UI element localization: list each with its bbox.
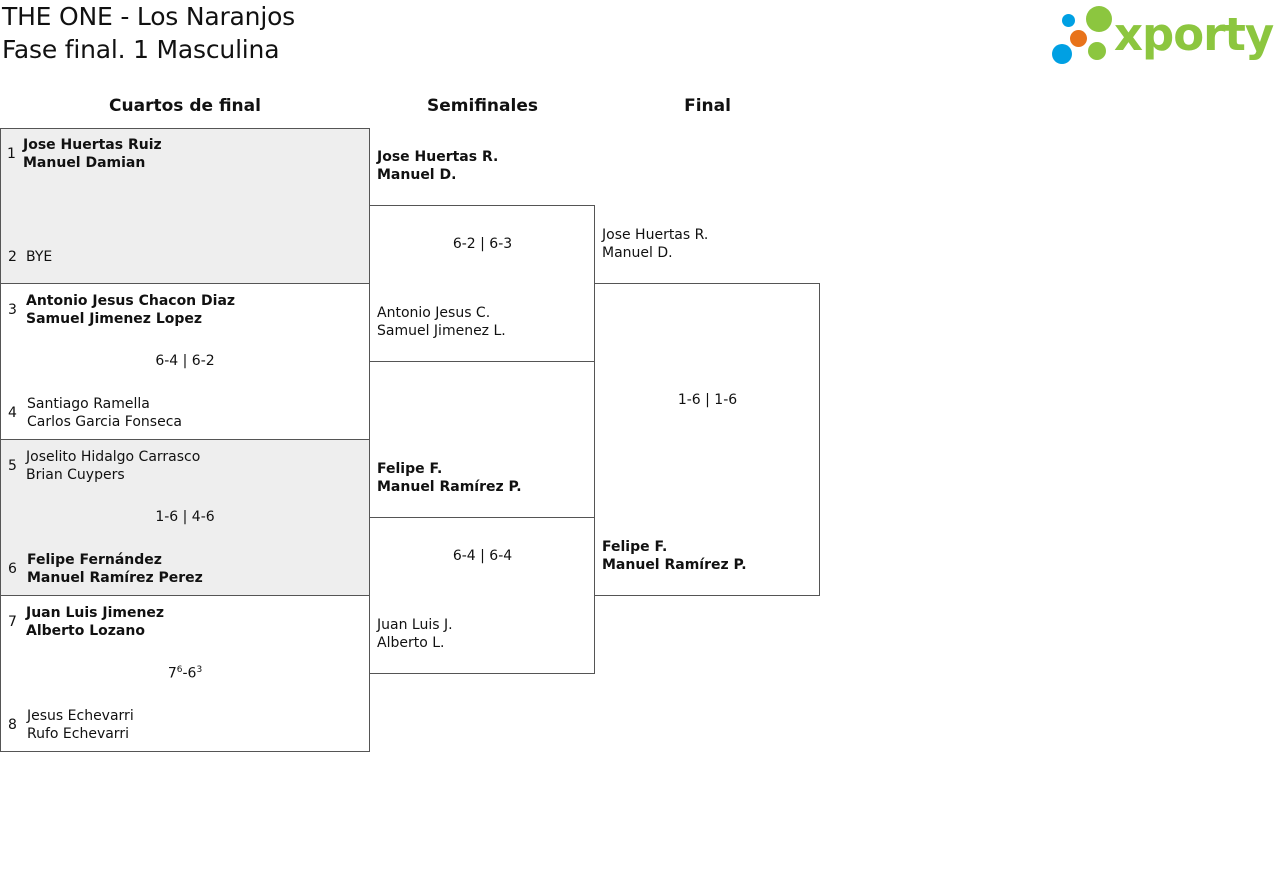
team-entry[interactable]: Felipe Fernández Manuel Ramírez Perez [27,551,203,587]
page-subtitle: Fase final. 1 Masculina [2,35,280,64]
round-label-semifinals: Semifinales [427,96,538,116]
player-name: Juan Luis Jimenez [26,605,165,621]
tiebreak-score: 6 [176,665,183,675]
player-name: Jesus Echevarri [27,708,134,724]
final-match [594,283,820,596]
match-score: 6-4 | 6-2 [155,353,215,369]
seed-number: 5 [8,458,17,474]
player-name: Santiago Ramella [27,396,150,412]
logo-dot-orange-icon [1070,30,1087,47]
player-name: Alberto Lozano [26,623,145,639]
team-entry[interactable]: Jose Huertas R. Manuel D. [377,148,498,184]
team-entry[interactable]: Juan Luis J. Alberto L. [377,616,453,652]
player-name: Felipe F. [602,539,668,555]
team-entry[interactable]: Jesus Echevarri Rufo Echevarri [27,707,134,743]
seed-number: 8 [8,717,17,733]
match-score: 6-4 | 6-4 [452,548,513,564]
player-name: Carlos Garcia Fonseca [27,414,182,430]
logo-dot-blue-icon [1052,44,1072,64]
round-label-final: Final [684,96,731,116]
team-entry-winner[interactable]: Felipe F. Manuel Ramírez P. [602,538,747,574]
player-name: Jose Huertas R. [377,149,499,165]
match-score: 1-6 | 1-6 [677,392,738,408]
player-name: Samuel Jimenez Lopez [26,311,203,327]
team-entry[interactable]: Joselito Hidalgo Carrasco Brian Cuypers [26,448,200,484]
team-entry[interactable]: Jose Huertas R. Manuel D. [602,226,708,262]
page-title: THE ONE - Los Naranjos [2,2,295,31]
score-part: 7 [167,665,177,682]
player-name: Jose Huertas R. [602,227,709,243]
player-name: Brian Cuypers [26,467,125,483]
round-label-quarterfinals: Cuartos de final [109,96,261,116]
player-name: Alberto L. [377,635,445,651]
player-name: BYE [26,249,53,265]
seed-number: 1 [7,146,16,162]
player-name: Manuel Ramírez P. [602,557,747,573]
seed-number: 7 [8,614,17,630]
logo-dot-green-icon [1086,6,1112,32]
quarterfinal-match-3 [0,439,370,596]
logo-dot-blue-small-icon [1062,14,1075,27]
tiebreak-score: 3 [196,665,203,675]
match-score: 6-2 | 6-3 [452,236,513,252]
player-name: Manuel Ramírez Perez [27,570,203,586]
team-entry[interactable]: Antonio Jesus Chacon Diaz Samuel Jimenez… [26,292,235,328]
player-name: Joselito Hidalgo Carrasco [26,449,201,465]
player-name: Samuel Jimenez L. [377,323,506,339]
player-name: Manuel D. [377,167,457,183]
player-name: Manuel D. [602,245,673,261]
team-entry[interactable]: Juan Luis Jimenez Alberto Lozano [26,604,164,640]
team-entry[interactable]: Santiago Ramella Carlos Garcia Fonseca [27,395,182,431]
team-entry-bye: BYE [26,248,52,266]
match-score: 1-6 | 4-6 [155,509,215,525]
team-entry[interactable]: Antonio Jesus C. Samuel Jimenez L. [377,304,506,340]
logo-dot-green-small-icon [1088,42,1106,60]
player-name: Felipe F. [377,461,443,477]
logo-text: xporty [1114,8,1274,61]
seed-number: 3 [8,302,17,318]
player-name: Jose Huertas Ruiz [23,137,162,153]
team-entry[interactable]: Felipe F. Manuel Ramírez P. [377,460,522,496]
seed-number: 6 [8,561,17,577]
player-name: Rufo Echevarri [27,726,129,742]
seed-number: 4 [8,405,17,421]
player-name: Manuel Damian [23,155,146,171]
match-score: 76-63 [0,665,370,682]
player-name: Felipe Fernández [27,552,162,568]
xporty-logo[interactable]: xporty [1052,4,1276,68]
team-entry[interactable]: Jose Huertas Ruiz Manuel Damian [23,136,162,172]
player-name: Juan Luis J. [377,617,453,633]
player-name: Antonio Jesus C. [377,305,491,321]
seed-number: 2 [8,249,17,265]
player-name: Antonio Jesus Chacon Diaz [26,293,236,309]
quarterfinal-match-1 [0,128,370,284]
player-name: Manuel Ramírez P. [377,479,522,495]
score-part: -6 [182,665,197,682]
